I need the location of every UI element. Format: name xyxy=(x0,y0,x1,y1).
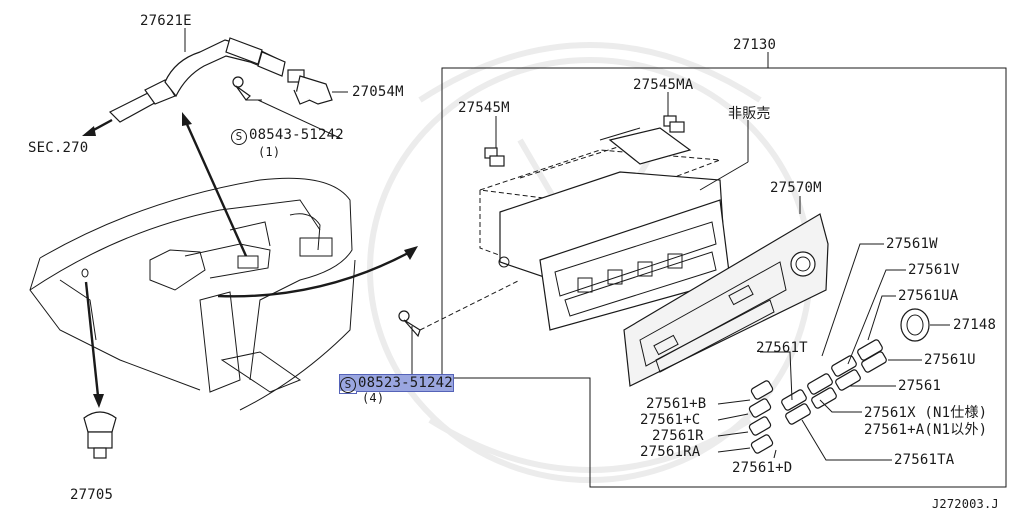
leader-08543 xyxy=(257,99,341,139)
label-27570M: 27570M xyxy=(770,180,822,196)
screw-08543 xyxy=(232,76,262,101)
label-27561UA: 27561UA xyxy=(898,288,959,304)
label-27545M: 27545M xyxy=(458,100,510,116)
label-27545MA: 27545MA xyxy=(633,77,694,93)
face-panel-27570M xyxy=(623,196,829,387)
label-27561W: 27561W xyxy=(886,236,938,252)
label-27561: 27561 xyxy=(898,378,942,394)
arrow-to-unit xyxy=(217,250,411,298)
label-27561U: 27561U xyxy=(924,352,976,368)
label-27561TA: 27561TA xyxy=(894,452,955,468)
label-27561D: 27561+D xyxy=(732,460,793,476)
circled-s-icon: S xyxy=(231,129,247,145)
sensor-27705 xyxy=(83,411,117,459)
label-27561A: 27561+A(N1以外) xyxy=(864,422,988,438)
knob-27148 xyxy=(900,308,950,342)
button-set xyxy=(748,339,887,454)
screw-08523 xyxy=(398,310,421,374)
label-27148: 27148 xyxy=(953,317,997,333)
bolt-27545MA xyxy=(663,92,685,133)
bolt-27545M xyxy=(484,116,505,167)
control-unit-body xyxy=(479,127,731,331)
duct-27621E xyxy=(108,28,286,123)
arrow-to-27705 xyxy=(84,281,100,397)
label-27130: 27130 xyxy=(733,37,777,53)
dashboard-sketch xyxy=(29,177,356,411)
label-27054M: 27054M xyxy=(352,84,404,100)
leader-lines xyxy=(717,243,922,461)
label-27561C: 27561+C xyxy=(640,412,701,428)
dash-screw-1 xyxy=(419,279,521,331)
label-27561V: 27561V xyxy=(908,262,960,278)
label-27561X: 27561X (N1仕様) xyxy=(864,405,988,421)
circled-s-icon: S xyxy=(340,377,356,393)
label-08523-qty: (4) xyxy=(362,391,385,405)
diagram-code: J272003.J xyxy=(932,497,999,511)
label-27561RA: 27561RA xyxy=(640,444,701,460)
arrow-to-duct xyxy=(184,121,248,257)
label-08543-qty: (1) xyxy=(258,145,281,159)
label-27561B: 27561+B xyxy=(646,396,707,412)
label-not-for-sale: 非販売 xyxy=(728,106,771,122)
label-sec270: SEC.270 xyxy=(28,140,89,156)
label-27561T: 27561T xyxy=(756,340,808,356)
sensor-27054M xyxy=(287,69,348,105)
label-27621E: 27621E xyxy=(140,13,192,29)
label-27705: 27705 xyxy=(70,487,114,503)
label-27561R: 27561R xyxy=(652,428,704,444)
